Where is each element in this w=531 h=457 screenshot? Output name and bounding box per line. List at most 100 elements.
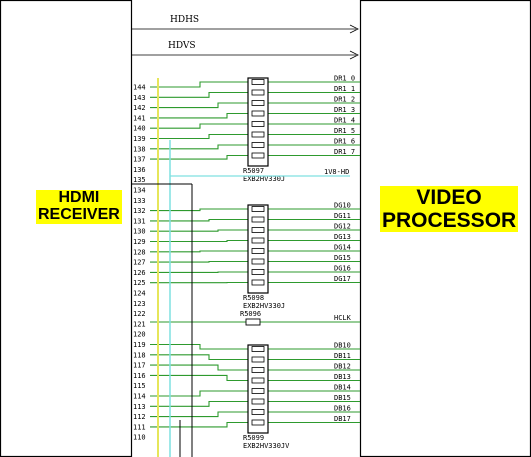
- pin-number: 124: [133, 290, 146, 298]
- pin-number: 134: [133, 187, 146, 195]
- hdvs-label: HDVS: [168, 41, 196, 51]
- resistor-element: [251, 79, 265, 85]
- resistor-array-part: EXB2HV330JV: [243, 442, 290, 450]
- resistor-array-name: R5098: [243, 294, 264, 302]
- pin-number: 120: [133, 331, 146, 339]
- pin-number: 143: [133, 94, 146, 102]
- net-label: DB12: [334, 363, 351, 371]
- input-wire: [150, 208, 248, 212]
- net-label: DB15: [334, 394, 351, 402]
- pin-number: 123: [133, 300, 146, 308]
- input-wire: [150, 400, 248, 407]
- hdmi-receiver-block: [0, 0, 133, 457]
- net-label: DR1 6: [334, 138, 355, 146]
- input-wire: [150, 144, 248, 150]
- pin-number: 127: [133, 259, 146, 267]
- pin-number: 111: [133, 423, 146, 431]
- resistor-element: [251, 388, 265, 394]
- net-label: DG12: [334, 223, 351, 231]
- net-label: DG10: [334, 202, 351, 210]
- input-wire: [150, 239, 248, 243]
- net-label: DB17: [334, 415, 351, 423]
- input-wire: [150, 421, 248, 428]
- pin-number: 136: [133, 166, 146, 174]
- input-wire: [150, 364, 248, 371]
- vsync-net-label: 1V8-HD: [324, 168, 349, 176]
- net-label: DG17: [334, 275, 351, 283]
- pin-number: 115: [133, 382, 146, 390]
- resistor-array-name: R5097: [243, 167, 264, 175]
- input-wire: [150, 354, 248, 361]
- pin-number: 117: [133, 362, 146, 370]
- net-label: DR1 3: [334, 106, 355, 114]
- input-wire: [150, 229, 248, 232]
- net-label: DG15: [334, 254, 351, 262]
- resistor-element: [251, 121, 265, 127]
- resistor-element: [251, 152, 265, 159]
- resistor-element: [251, 216, 265, 223]
- resistor-element: [251, 131, 265, 138]
- resistor-element: [251, 269, 265, 275]
- net-label: DB16: [334, 405, 351, 413]
- pin-number: 121: [133, 320, 146, 328]
- pin-number: 132: [133, 207, 146, 215]
- pin-number: 135: [133, 176, 146, 184]
- resistor-array-part: EXB2HV330J: [243, 175, 285, 183]
- net-label: DR1 1: [334, 85, 355, 93]
- wire-group: [150, 81, 360, 428]
- video-processor-label: VIDEO PROCESSOR: [380, 186, 519, 233]
- resistor-array-name: R5099: [243, 434, 264, 442]
- clock-resistor: [245, 318, 261, 326]
- processor-line2: PROCESSOR: [382, 209, 517, 233]
- hdmi-receiver-label: HDMI RECEIVER: [36, 189, 122, 224]
- pin-number: 128: [133, 248, 146, 256]
- net-label: DG13: [334, 233, 351, 241]
- input-wire: [150, 81, 248, 88]
- resistor-element: [251, 237, 265, 244]
- input-wire: [150, 91, 248, 98]
- input-wire: [150, 218, 248, 222]
- net-label: DR1 0: [334, 75, 355, 83]
- pin-number-group: 1441431421411401391381371361351341331321…: [133, 84, 146, 442]
- pin-number: 144: [133, 84, 146, 92]
- pin-number: 137: [133, 156, 146, 164]
- resistor-element: [251, 409, 265, 415]
- resistor-element: [251, 356, 265, 363]
- pin-number: 126: [133, 269, 146, 277]
- net-label: DB13: [334, 373, 351, 381]
- pin-number: 133: [133, 197, 146, 205]
- hdhs-arrow: [349, 24, 359, 34]
- net-label: DB10: [334, 342, 351, 350]
- resistor-element: [251, 279, 265, 286]
- pin-number: 138: [133, 145, 146, 153]
- pin-number: 130: [133, 228, 146, 236]
- resistor-element: [251, 367, 265, 373]
- clock-net-label: HCLK: [334, 314, 352, 322]
- hdvs-arrow: [349, 50, 359, 60]
- resistor-element: [251, 110, 265, 117]
- resistor-element: [251, 377, 265, 384]
- input-wire: [150, 250, 248, 253]
- pin-number: 122: [133, 310, 146, 318]
- input-wire: [150, 411, 248, 418]
- resistor-element: [251, 346, 265, 352]
- pin-number: 139: [133, 135, 146, 143]
- pin-number: 112: [133, 413, 146, 421]
- resistor-element: [251, 100, 265, 106]
- pin-number: 113: [133, 403, 146, 411]
- clock-resistor-name: R5096: [240, 310, 261, 318]
- pin-number: 125: [133, 279, 146, 287]
- resistor-array-part: EXB2HV330J: [243, 302, 285, 310]
- input-wire: [150, 112, 248, 119]
- net-label: DG11: [334, 212, 351, 220]
- hdhs-label: HDHS: [170, 15, 199, 25]
- resistor-element: [251, 89, 265, 96]
- resistor-array-group: R5097EXB2HV330JR5098EXB2HV330JR5099EXB2H…: [240, 77, 290, 450]
- net-label: DR1 4: [334, 117, 355, 125]
- pin-number: 140: [133, 125, 146, 133]
- resistor-element: [251, 142, 265, 148]
- pin-number: 114: [133, 393, 146, 401]
- pin-number: 129: [133, 238, 146, 246]
